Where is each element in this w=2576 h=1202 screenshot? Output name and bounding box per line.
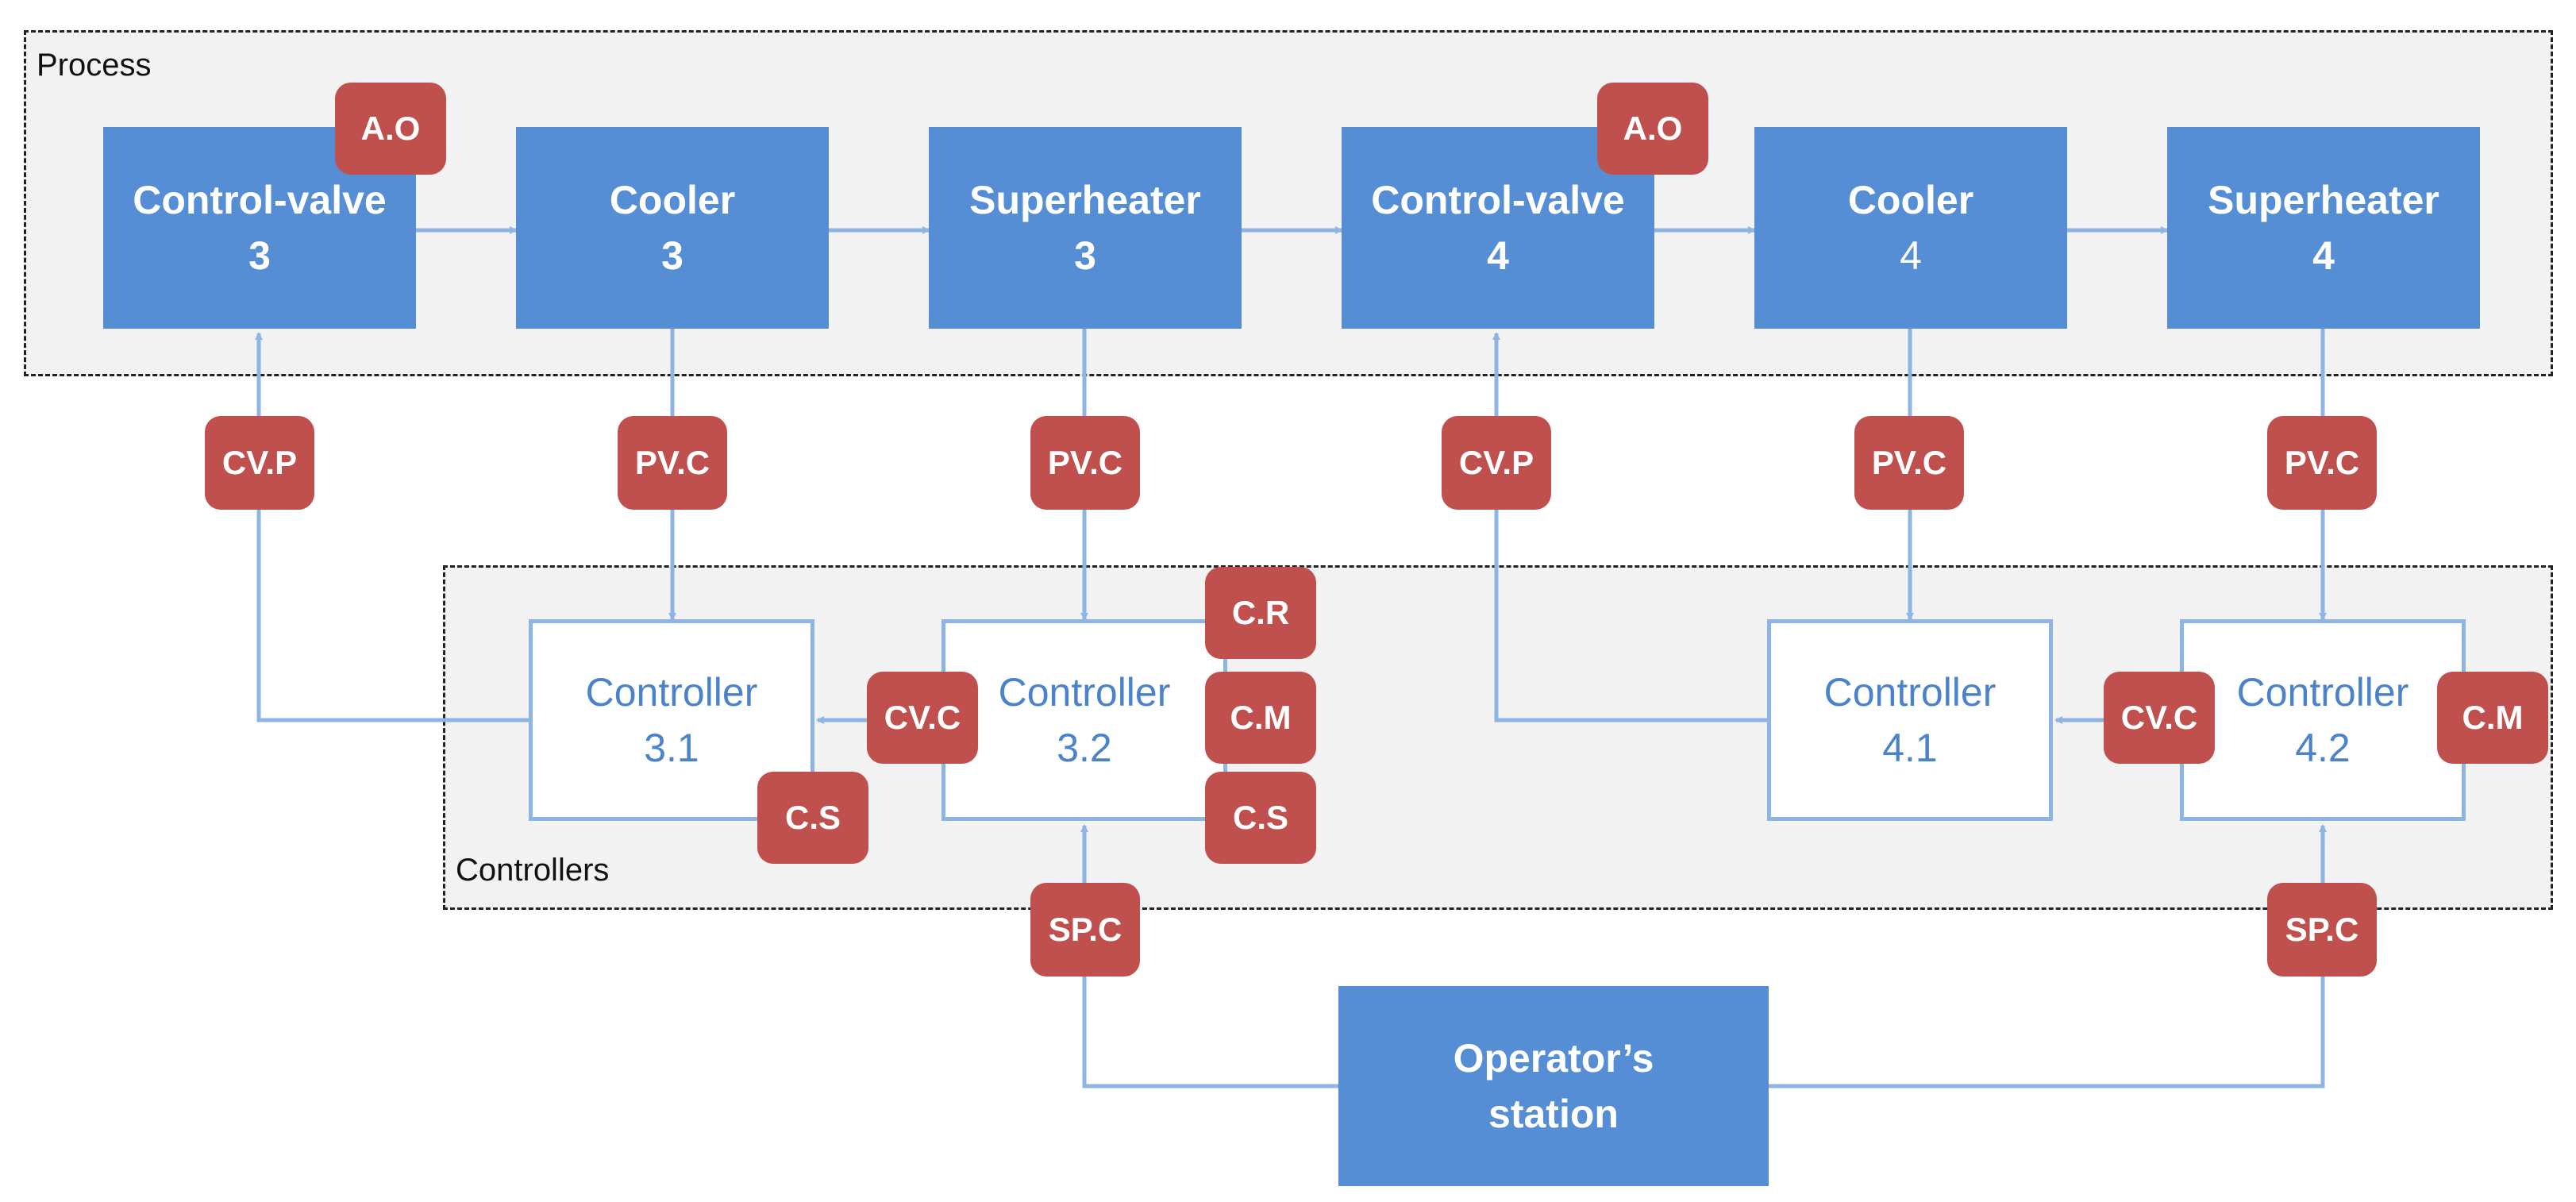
controller-3-2-title: Controller [998,670,1171,715]
pvc-tag-cooler4: PV.C [1854,416,1964,510]
wire-c41-to-cv4 [1492,332,1770,722]
operators-station-block[interactable]: Operator’s station [1338,986,1769,1186]
operators-station-subtitle: station [1488,1092,1619,1136]
superheater-3-block[interactable]: Superheater 3 [929,127,1242,329]
controller-4-2-title: Controller [2236,670,2409,715]
wire-c31-to-cv3 [255,332,529,722]
spc-tag-c32: SP.C [1030,883,1140,977]
cooler-3-title: Cooler [609,178,736,222]
control-valve-3-title: Control-valve [133,178,387,222]
pvc-tag-cooler3: PV.C [618,416,727,510]
cm-tag-c42: C.M [2437,672,2548,764]
cvc-tag-c32: CV.C [867,672,978,764]
cooler-4-number: 4 [1900,233,1922,278]
superheater-3-number: 3 [1074,233,1096,278]
controller-3-1-title: Controller [585,670,758,715]
cooler-3-block[interactable]: Cooler 3 [516,127,829,329]
controller-4-2-number: 4.2 [2295,726,2351,770]
spc-tag-c42: SP.C [2267,883,2377,977]
controllers-group-label: Controllers [456,853,610,888]
controller-3-2-block[interactable]: Controller 3.2 [941,619,1227,821]
superheater-3-title: Superheater [969,178,1201,222]
control-valve-4-number: 4 [1487,233,1509,278]
control-valve-4-title: Control-valve [1371,178,1625,222]
superheater-4-block[interactable]: Superheater 4 [2167,127,2480,329]
control-valve-3-number: 3 [248,233,271,278]
ao-tag-cv3: A.O [335,83,446,175]
process-group [24,30,2553,376]
superheater-4-number: 4 [2312,233,2335,278]
cvp-tag-4: CV.P [1442,416,1551,510]
cooler-4-title: Cooler [1847,178,1974,222]
controller-4-2-block[interactable]: Controller 4.2 [2180,619,2466,821]
ao-tag-cv4: A.O [1597,83,1708,175]
cooler-3-number: 3 [661,233,683,278]
controller-4-1-block[interactable]: Controller 4.1 [1767,619,2053,821]
superheater-4-title: Superheater [2208,178,2439,222]
cvp-tag-3: CV.P [205,416,314,510]
cs-tag-c31: C.S [757,772,868,864]
controller-4-1-title: Controller [1823,670,1996,715]
cvc-tag-c42: CV.C [2104,672,2215,764]
cooler-4-block[interactable]: Cooler 4 [1754,127,2067,329]
controller-3-2-number: 3.2 [1057,726,1112,770]
wire-operator-to-c42 [1767,824,2327,1088]
cr-tag-c32: C.R [1205,567,1316,659]
cs-tag-c32: C.S [1205,772,1316,864]
cm-tag-c32: C.M [1205,672,1316,764]
pvc-tag-sh4: PV.C [2267,416,2377,510]
process-group-label: Process [37,48,152,83]
pvc-tag-sh3: PV.C [1030,416,1140,510]
operators-station-title: Operator’s [1453,1036,1654,1081]
controller-4-1-number: 4.1 [1882,726,1938,770]
controller-3-1-number: 3.1 [644,726,699,770]
